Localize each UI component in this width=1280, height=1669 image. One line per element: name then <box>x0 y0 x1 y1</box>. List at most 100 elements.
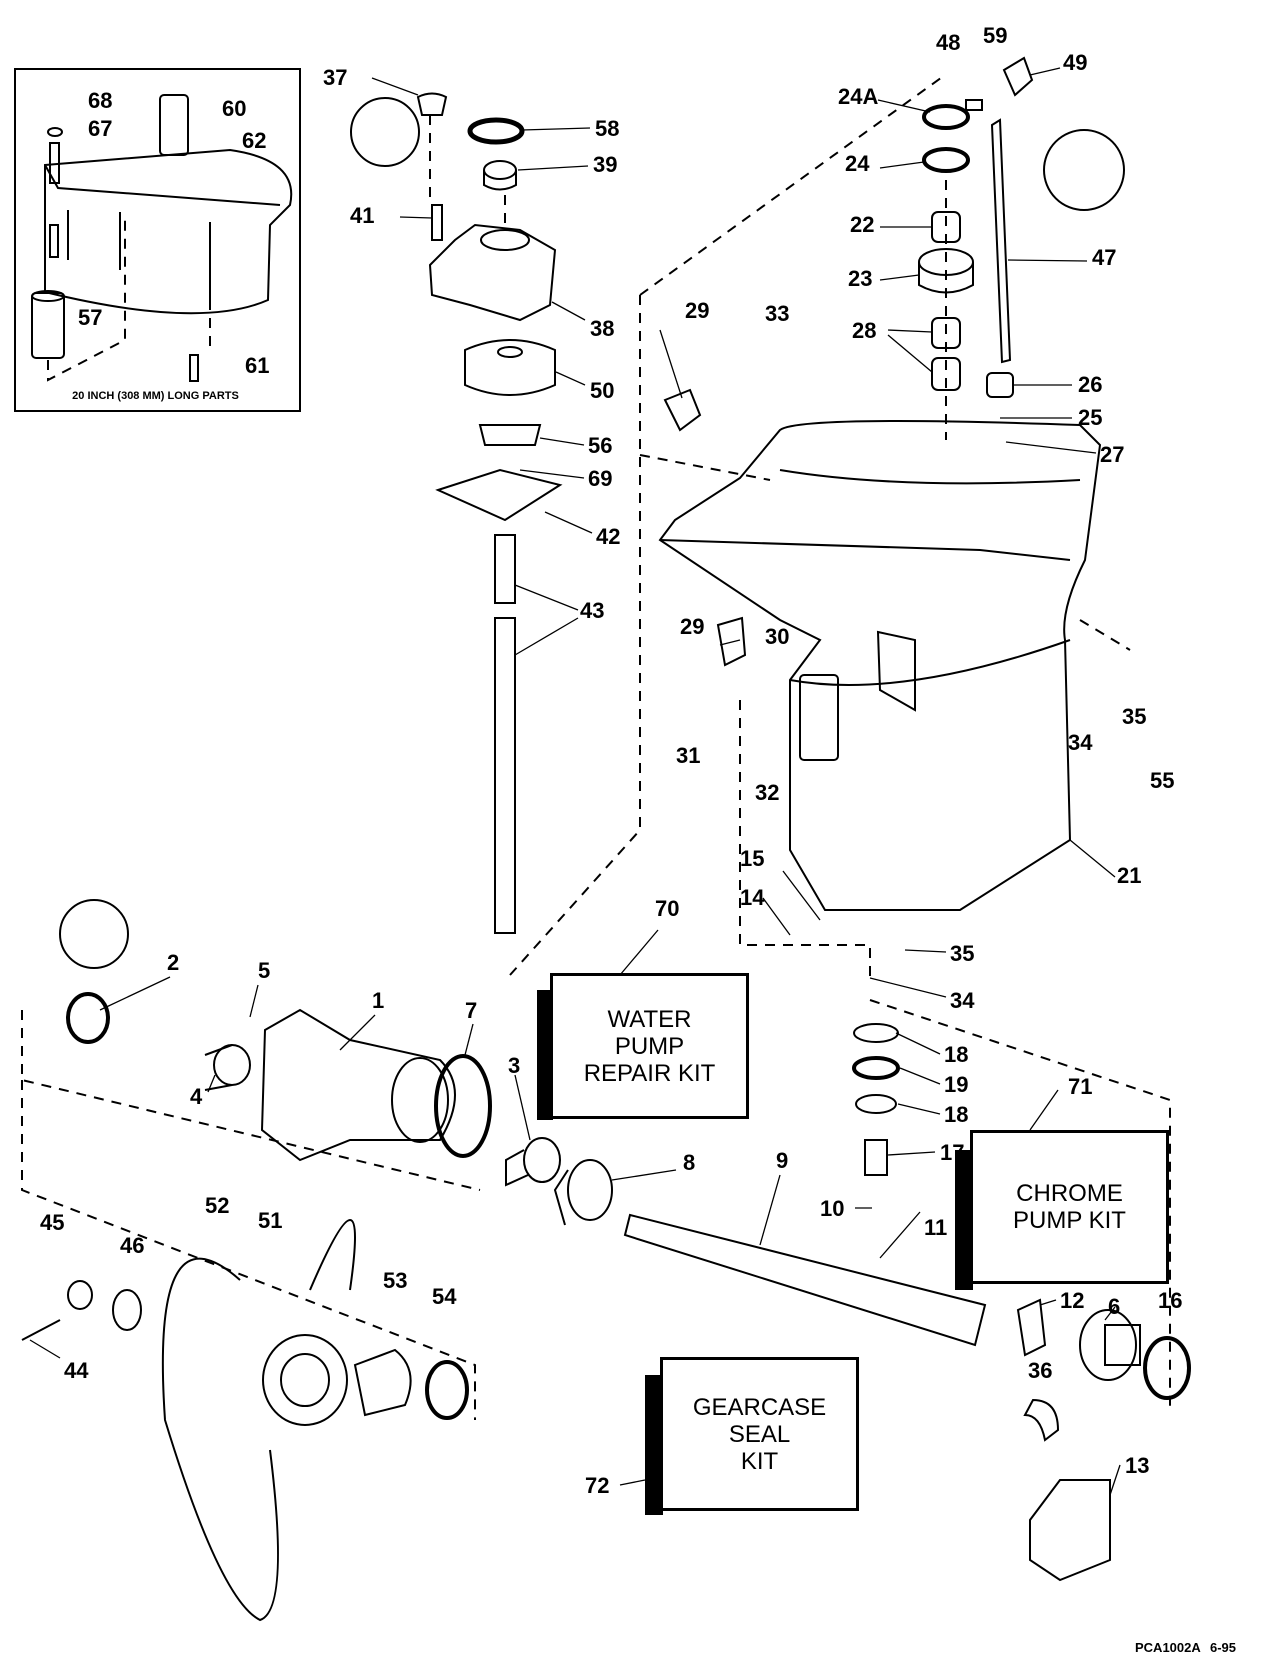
part-label: 16 <box>1158 1288 1183 1313</box>
part-label: 5 <box>258 958 271 983</box>
part-label: 18 <box>944 1042 969 1067</box>
part-1-bearing-housing <box>260 1008 456 1162</box>
part-label: 23 <box>848 266 873 291</box>
kit-72-line: SEAL <box>728 1420 791 1448</box>
part-12-clutch <box>1016 1298 1047 1357</box>
long-parts-inset <box>14 68 301 412</box>
part-43-driveshaft <box>494 534 516 934</box>
part-label: 51 <box>258 1208 283 1233</box>
part-16-bearing <box>1143 1336 1191 1400</box>
part-45-nut <box>67 1280 93 1310</box>
part-label: 46 <box>120 1233 145 1258</box>
part-6-gear <box>1079 1309 1141 1381</box>
part-label-67: 67 <box>88 116 113 141</box>
part-label: 13 <box>1125 1453 1150 1478</box>
part-47-callout-circle <box>1043 129 1125 211</box>
chrome-pump-kit: CHROME PUMP KIT <box>970 1130 1169 1284</box>
part-label: 52 <box>205 1193 230 1218</box>
kit-number-70: 70 <box>655 896 680 921</box>
part-label: 34 <box>950 988 975 1013</box>
part-label: 8 <box>683 1150 696 1175</box>
part-label: 22 <box>850 212 875 237</box>
part-53-spacer <box>353 1348 412 1417</box>
part-label: 59 <box>983 23 1008 48</box>
part-label: 42 <box>596 524 621 549</box>
part-label-57: 57 <box>78 305 103 330</box>
kit-71-line: PUMP KIT <box>1013 1207 1126 1234</box>
part-48-screw <box>965 99 983 111</box>
part-label: 44 <box>64 1358 89 1383</box>
part-label: 53 <box>383 1268 408 1293</box>
part-49-connector <box>1002 56 1034 97</box>
part-label: 24 <box>845 151 870 176</box>
part-label: 3 <box>508 1053 521 1078</box>
part-13-yoke <box>1029 1479 1111 1582</box>
part-label: 26 <box>1078 372 1103 397</box>
part-label: 14 <box>740 885 765 910</box>
part-7-oring <box>434 1054 492 1158</box>
part-58-oring <box>467 117 525 145</box>
part-label-68: 68 <box>88 88 113 113</box>
kit-70-line: REPAIR KIT <box>583 1059 716 1087</box>
part-36-retainer <box>1023 1398 1060 1442</box>
part-label: 43 <box>580 598 605 623</box>
figure-code: PCA1002A <box>1135 1640 1201 1655</box>
leader-lines <box>29 67 1121 1496</box>
part-37-grommet <box>416 92 448 116</box>
gearcase-seal-kit: GEARCASE SEAL KIT <box>660 1357 859 1511</box>
part-56-impeller <box>478 424 542 446</box>
part-label: 25 <box>1078 405 1103 430</box>
part-label: 41 <box>350 203 375 228</box>
part-51-propeller <box>161 1219 356 1622</box>
part-38-pump-base <box>428 223 557 322</box>
part-label: 21 <box>1117 863 1142 888</box>
inset-caption: 20 INCH (308 MM) LONG PARTS <box>72 390 239 402</box>
part-label: 34 <box>1068 730 1093 755</box>
part-label: 17 <box>940 1140 965 1165</box>
part-label: 24A <box>838 84 879 109</box>
part-label: 29 <box>680 614 705 639</box>
part-label: 29 <box>685 298 710 323</box>
kit-72-line: GEARCASE <box>692 1393 827 1421</box>
part-9-propshaft <box>623 1213 987 1347</box>
part-label: 2 <box>167 950 180 975</box>
part-label: 48 <box>936 30 961 55</box>
part-39-callout-circle <box>350 97 420 167</box>
part-19-bearing <box>852 1056 900 1080</box>
part-47-shift-rod <box>990 118 1012 364</box>
part-label-62: 62 <box>242 128 267 153</box>
part-label: 58 <box>595 116 620 141</box>
part-17-pinion <box>864 1139 888 1176</box>
part-label: 15 <box>740 846 765 871</box>
part-label: 33 <box>765 301 790 326</box>
part-26-bushing <box>986 372 1014 398</box>
part-label: 45 <box>40 1210 65 1235</box>
part-3-bearing <box>505 1137 561 1187</box>
part-label: 18 <box>944 1102 969 1127</box>
part-label: 38 <box>590 316 615 341</box>
part-label: 37 <box>323 65 348 90</box>
part-label: 1 <box>372 988 385 1013</box>
part-44-cotter-pin <box>21 1319 61 1341</box>
part-label: 19 <box>944 1072 969 1097</box>
part-60-tube <box>159 94 189 156</box>
part-label: 9 <box>776 1148 789 1173</box>
part-24-seal <box>922 147 970 173</box>
water-pump-repair-kit: WATER PUMP REPAIR KIT <box>550 973 749 1119</box>
part-24a-seal <box>922 104 970 130</box>
kit-70-line: PUMP <box>614 1032 685 1060</box>
part-label: 6 <box>1108 1294 1121 1319</box>
part-label: 39 <box>593 152 618 177</box>
part-label: 69 <box>588 466 613 491</box>
part-42-plate <box>435 468 563 522</box>
part-label: 49 <box>1063 50 1088 75</box>
kit-number-72: 72 <box>585 1473 610 1498</box>
part-label: 30 <box>765 624 790 649</box>
part-label: 55 <box>1150 768 1175 793</box>
kit-number-71: 71 <box>1068 1074 1093 1099</box>
part-4-bearing <box>204 1044 251 1091</box>
part-21-gearcase <box>658 420 1102 911</box>
part-label-61: 61 <box>245 353 270 378</box>
kit-70-line: WATER <box>607 1005 692 1033</box>
